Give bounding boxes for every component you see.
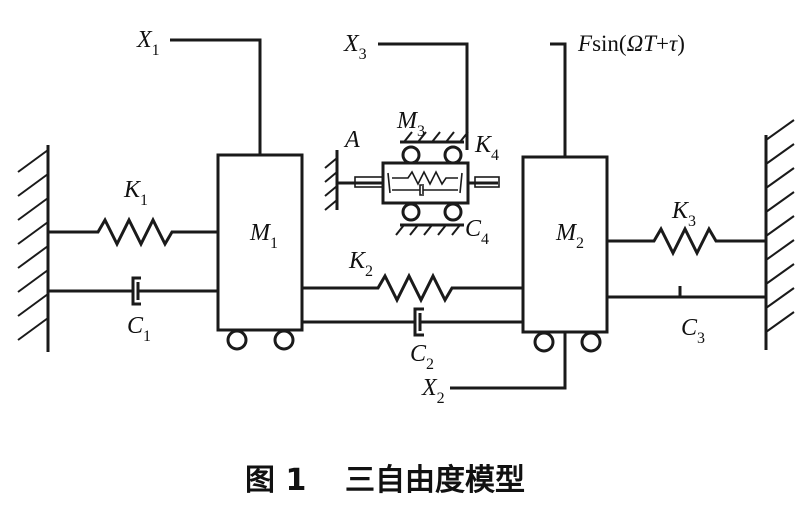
right-wall xyxy=(764,119,795,350)
label-x3: X3 xyxy=(343,31,367,63)
damper-c1 xyxy=(48,276,218,306)
mass-m1-wheel-left xyxy=(226,329,248,351)
figure-caption-title: 三自由度模型 xyxy=(345,463,525,498)
displacement-f-leader xyxy=(550,42,567,157)
label-point-a: A xyxy=(343,127,360,153)
left-wall xyxy=(17,145,50,352)
label-m3: M3 xyxy=(396,108,425,140)
damper-c4 xyxy=(392,184,458,196)
absorber-track-bottom xyxy=(395,223,464,236)
label-x2: X2 xyxy=(421,375,445,407)
label-m1: M1 xyxy=(249,220,278,252)
label-c2: C2 xyxy=(410,341,434,373)
absorber-roller-tl xyxy=(401,145,421,165)
damper-c3 xyxy=(607,286,766,299)
mass-m1-wheel-right xyxy=(273,329,295,351)
label-k4: K4 xyxy=(474,132,499,164)
label-m2: M2 xyxy=(555,220,584,252)
absorber-roller-tr xyxy=(443,145,463,165)
label-c1: C1 xyxy=(127,313,151,345)
label-c3: C3 xyxy=(681,315,705,347)
figure-number: 图 1 xyxy=(245,463,306,498)
label-k1: K1 xyxy=(123,177,148,209)
label-k3: K3 xyxy=(671,198,696,230)
absorber-track-top xyxy=(400,131,469,144)
displacement-x2-leader xyxy=(450,332,567,390)
spring-k1 xyxy=(48,216,218,248)
label-x1: X1 xyxy=(136,27,160,59)
point-a-wall xyxy=(324,150,339,211)
absorber-m3 xyxy=(337,161,500,205)
label-k2: K2 xyxy=(348,248,373,280)
spring-k2 xyxy=(302,272,523,304)
mass-m2-wheel-right xyxy=(580,331,602,353)
displacement-x1-leader xyxy=(170,38,262,155)
label-c4: C4 xyxy=(465,216,489,248)
absorber-roller-br xyxy=(443,202,463,222)
displacement-x3-leader xyxy=(378,42,469,150)
damper-c2 xyxy=(302,307,523,337)
spring-k3 xyxy=(607,225,766,257)
label-force: Fsin(ΩT+τ) xyxy=(577,31,685,56)
mass-m2-wheel-left xyxy=(533,331,555,353)
spring-k4 xyxy=(392,170,458,186)
absorber-roller-bl xyxy=(401,202,421,222)
